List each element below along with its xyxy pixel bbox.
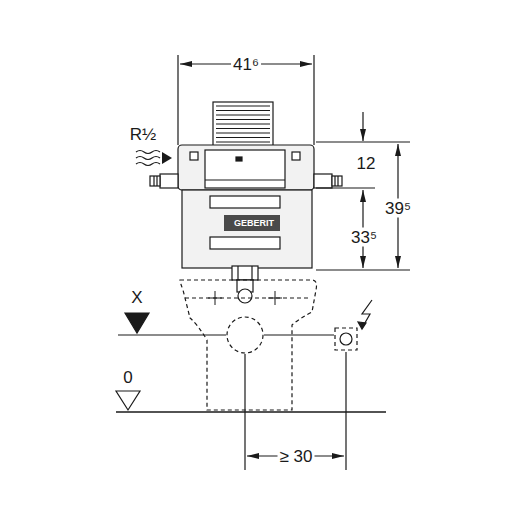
extension-line <box>316 141 410 142</box>
actuator-grille <box>213 102 273 146</box>
grille-slot <box>216 110 270 111</box>
dimension-label: 33⁵ <box>349 228 379 247</box>
level-label: 0 <box>121 368 134 387</box>
logo-plate <box>224 215 280 231</box>
side-connector <box>160 174 178 188</box>
bracket <box>190 152 198 160</box>
dimension-label: 12 <box>355 154 378 173</box>
connector-nut <box>332 176 342 186</box>
level-line <box>118 334 226 335</box>
level-line <box>264 334 334 335</box>
connector-nut <box>150 176 160 186</box>
extension-line <box>313 55 314 145</box>
bracket <box>292 152 300 160</box>
extension-line <box>177 55 178 145</box>
grille-slot <box>216 142 270 143</box>
extension-line <box>345 352 346 470</box>
outlet-fitting <box>232 266 258 280</box>
dimension-label: 41⁶ <box>231 55 261 74</box>
opening-edge <box>205 179 285 180</box>
grille-slot <box>216 106 270 107</box>
grille-slot <box>216 119 270 120</box>
grille-slot <box>216 128 270 129</box>
grille-slot <box>216 133 270 134</box>
supply-arrow <box>162 152 172 164</box>
supply-wave <box>136 151 160 154</box>
grille-slot <box>216 137 270 138</box>
outlet-end <box>238 289 252 303</box>
extension-line <box>244 354 245 470</box>
dimension-line <box>362 112 363 141</box>
grille-slot <box>216 115 270 116</box>
dimension-label: ≥ 30 <box>278 447 315 466</box>
dimension-label: 39⁵ <box>383 199 413 218</box>
extension-line <box>316 269 410 270</box>
extension-line <box>316 187 375 188</box>
brand-logo: GEBERIT <box>232 218 276 229</box>
supply-wave <box>136 157 160 160</box>
service-opening <box>205 150 285 188</box>
floor-marker <box>116 391 140 410</box>
cistern-frame <box>178 145 314 190</box>
front-panel <box>210 237 280 249</box>
cistern-body <box>182 190 312 268</box>
level-label: X <box>129 288 144 307</box>
screw-mark <box>236 157 242 161</box>
grille-slot <box>216 124 270 125</box>
front-panel <box>210 196 280 208</box>
supply-wave <box>136 163 160 166</box>
thread-label: R½ <box>128 125 158 144</box>
level-marker <box>125 313 149 333</box>
socket-circle <box>340 333 352 345</box>
side-connector <box>314 174 332 188</box>
pan-outline <box>180 280 357 410</box>
